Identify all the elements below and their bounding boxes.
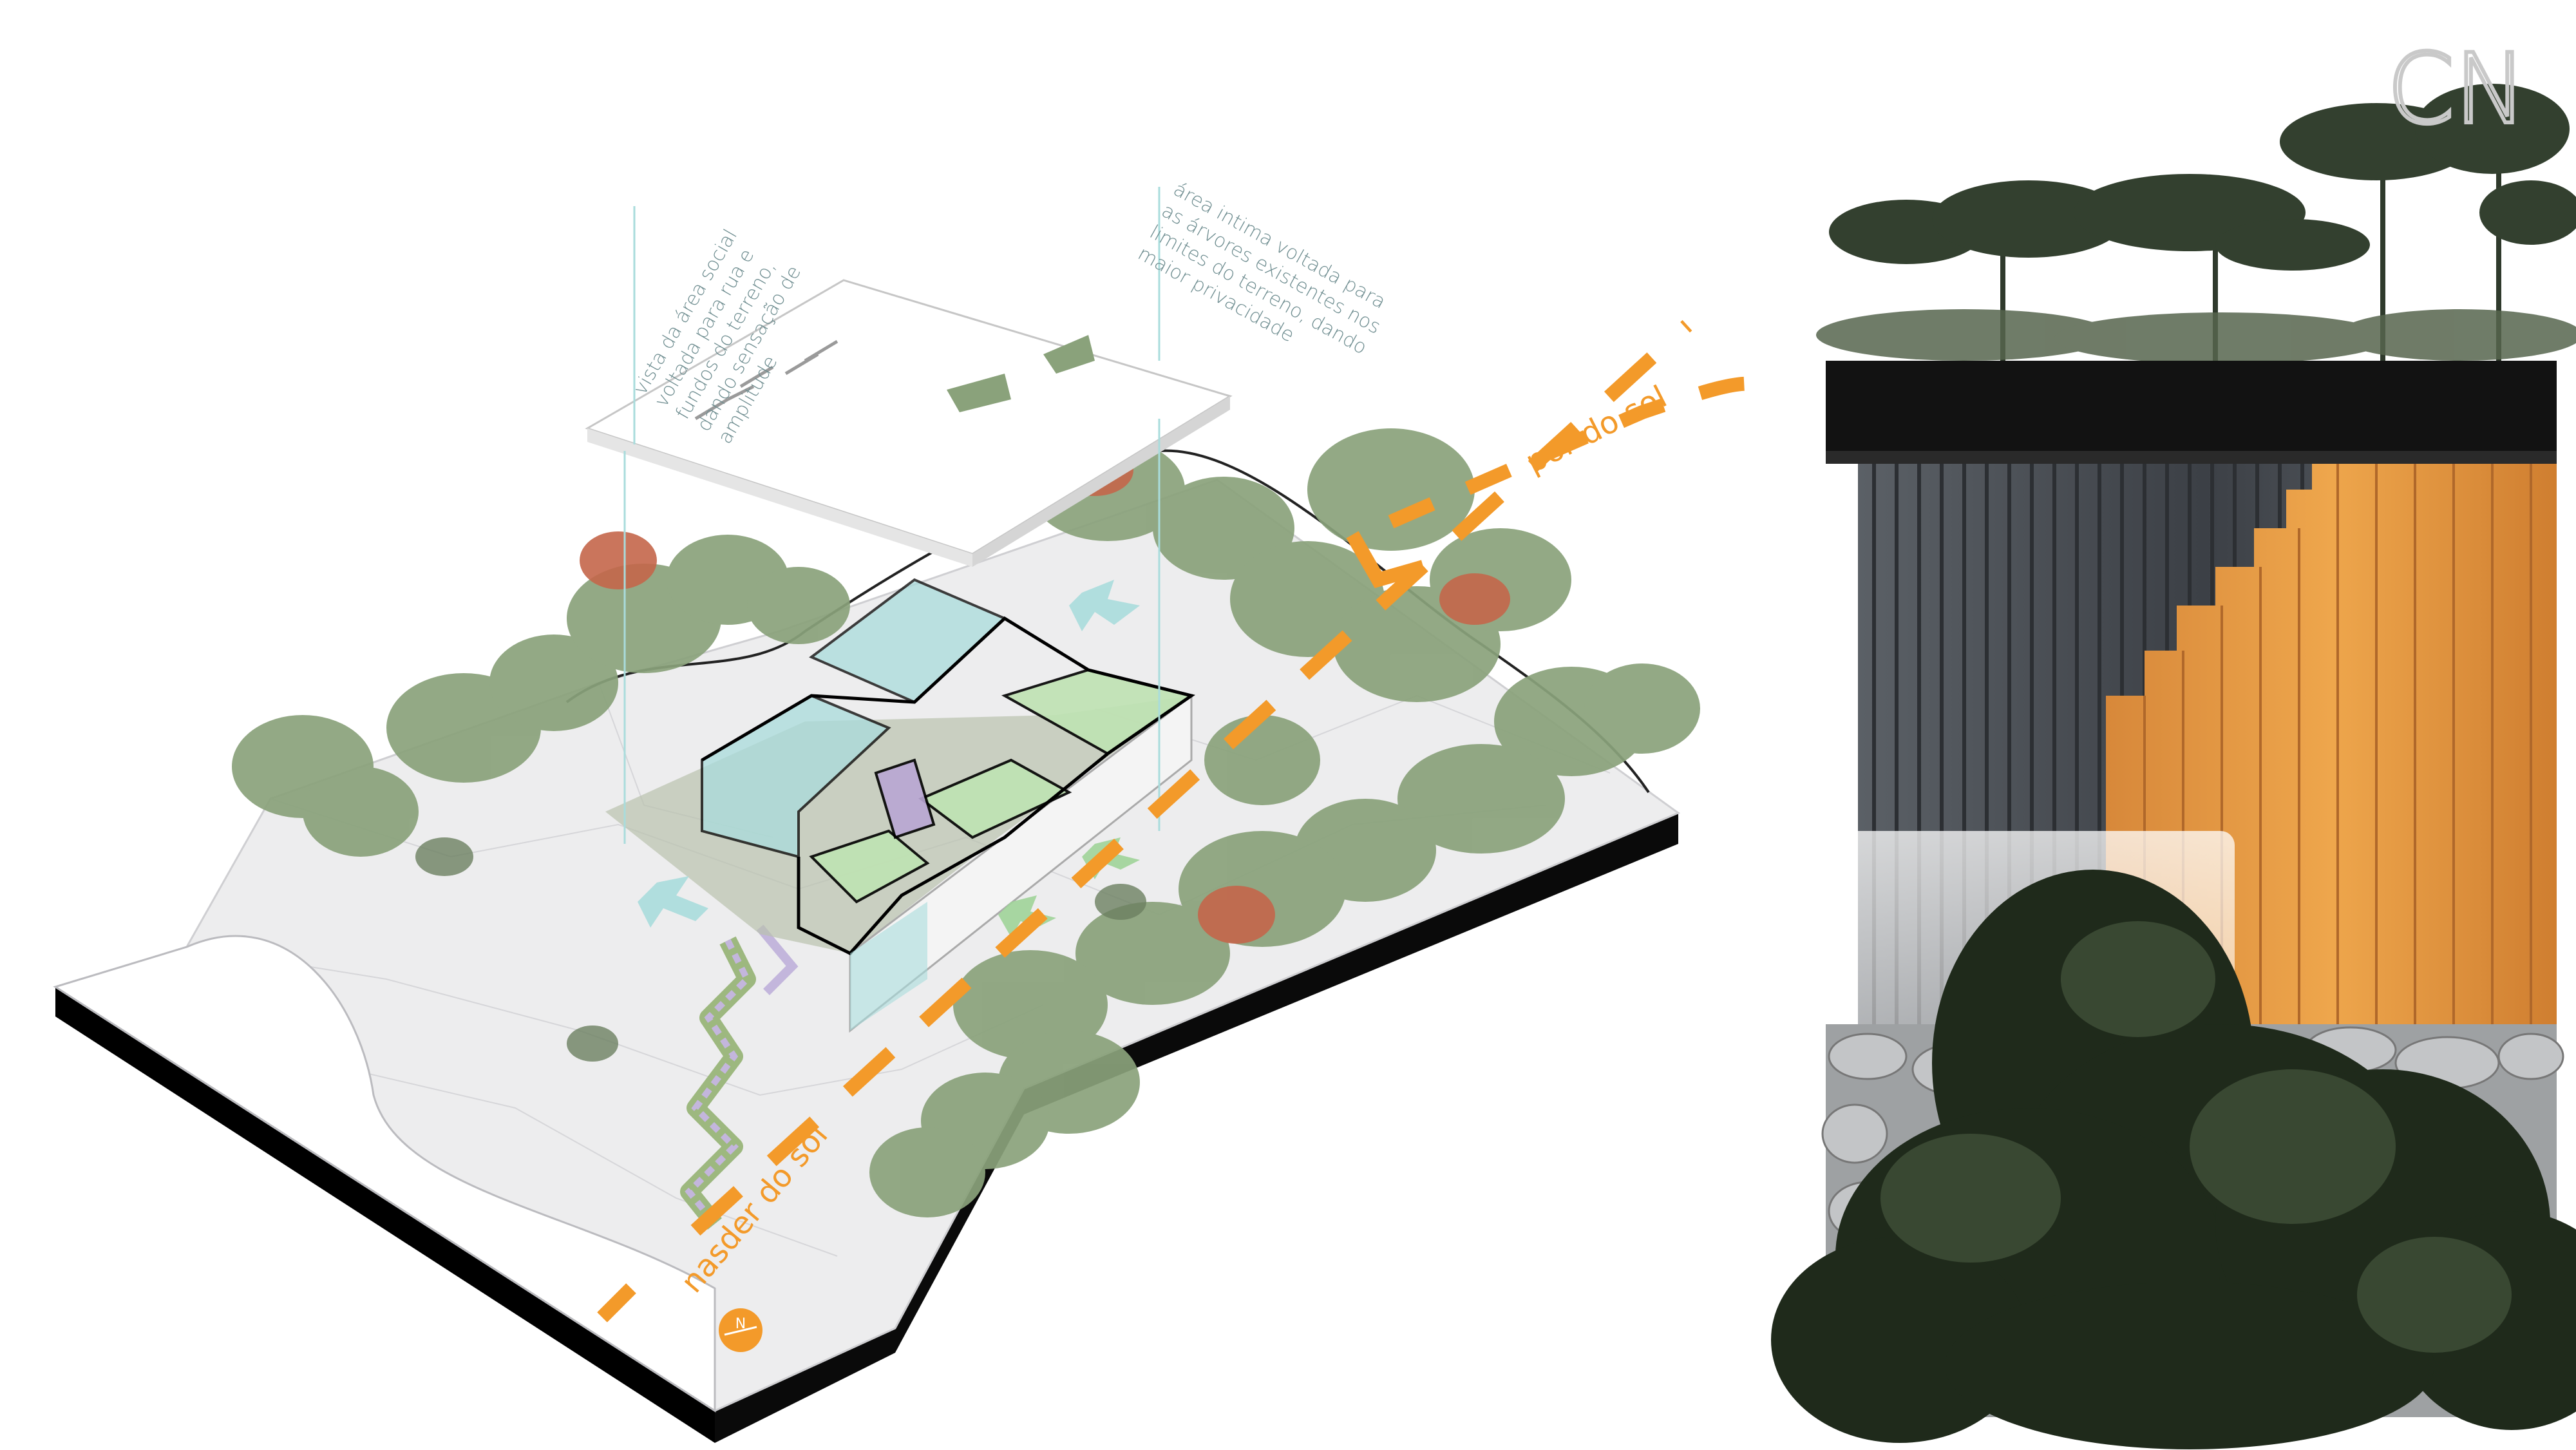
cn-logo-text: CN: [2387, 33, 2527, 146]
tree-canopy-group: [232, 428, 1700, 1217]
garden-path: [680, 924, 799, 1230]
annotation-leader-lines: [623, 187, 1160, 844]
roof-green-opening-a: [947, 374, 1011, 412]
view-arrows: [638, 580, 1140, 928]
room-purple: [874, 758, 936, 839]
roof-green-opening-b: [1043, 335, 1095, 374]
site-base-side-right: [715, 813, 1678, 1443]
sun-path-arc: [1388, 376, 1770, 529]
room-green-low: [809, 829, 930, 904]
house-walls-outline: [701, 616, 1195, 956]
room-green-center: [918, 758, 1072, 839]
sun-path-arrow-1: [597, 1283, 636, 1322]
araucaria-trees: [1816, 84, 2576, 364]
site-base-side: [55, 987, 715, 1443]
annotation-private-area: área intima voltada para as árvores exis…: [1134, 178, 1402, 385]
facade-detail-image: [1771, 84, 2576, 1449]
north-compass: N: [719, 1308, 762, 1352]
roof-slab-edge-right: [972, 396, 1230, 567]
roof-plane: [585, 279, 1233, 567]
sunset-label: por do sol: [1520, 379, 1672, 481]
north-compass-label: N: [735, 1316, 746, 1332]
roof-slab-edge: [587, 428, 972, 567]
sun-direction-arrowhead: [1346, 531, 1426, 588]
glass-facade: [850, 902, 927, 1031]
sun-path: [597, 320, 1770, 1322]
house-volume: [605, 578, 1195, 1033]
sun-path-main: [690, 320, 1692, 1236]
road-curve: [53, 935, 716, 1413]
facade-roof-band: [1826, 361, 2557, 464]
cn-logo: CN: [2385, 32, 2529, 148]
axonometric-site: [53, 187, 1700, 1443]
roof-skylight-slats: [694, 339, 838, 421]
